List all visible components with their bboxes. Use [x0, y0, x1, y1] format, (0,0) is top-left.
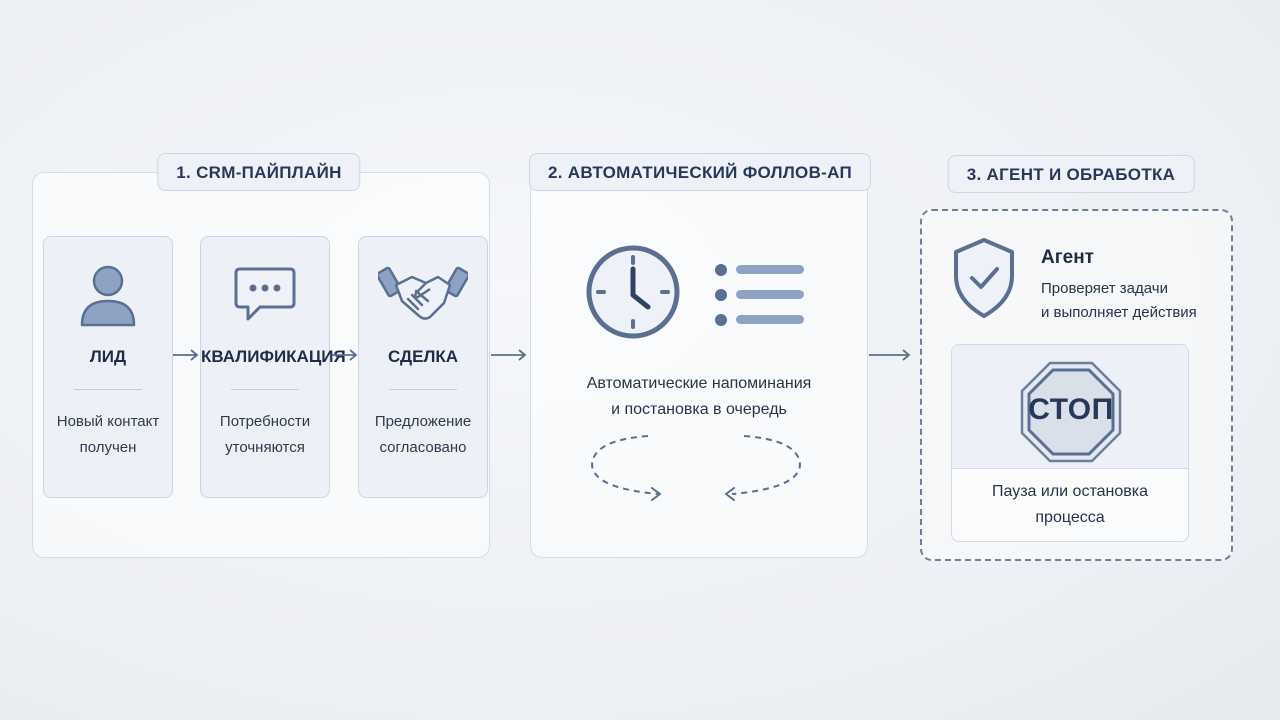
agent-section-title: 3. АГЕНТ И ОБРАБОТКА	[947, 155, 1195, 193]
chat-bubble-icon	[201, 259, 329, 329]
agent-desc-line2: и выполняет действия	[1041, 304, 1197, 321]
stage-qualification-description: Потребности уточняются	[205, 409, 325, 461]
arrow-followup-to-agent	[869, 349, 911, 361]
stage-deal-desc-line2: согласовано	[379, 439, 467, 456]
stage-lead-card: ЛИД Новый контакт получен	[43, 236, 173, 498]
agent-title: Агент	[1041, 247, 1094, 268]
stage-qualification-card: КВАЛИФИКАЦИЯ Потребности уточняются	[200, 236, 346, 498]
followup-title: 2. АВТОМАТИЧЕСКИЙ ФОЛЛОВ-АП	[529, 153, 871, 191]
stop-card: СТОП Пауза или остановка процесса	[951, 344, 1189, 542]
agent-description: Проверяет задачи и выполняет действия	[1041, 277, 1197, 325]
followup-desc-line1: Автоматические напоминания	[586, 375, 812, 392]
arrow-crm-to-followup	[491, 349, 527, 361]
stop-desc-line2: процесса	[1035, 509, 1105, 526]
stage-deal-divider	[389, 389, 457, 390]
stage-qualification-desc-line2: уточняются	[225, 439, 305, 456]
list-icon	[715, 264, 804, 326]
stage-deal-title: СДЕЛКА	[387, 347, 459, 366]
stage-lead-desc-line2: получен	[79, 439, 137, 456]
stop-sign-text: СТОП	[1028, 393, 1114, 426]
stage-qualification-desc-line1: Потребности	[219, 413, 311, 430]
stop-desc-line1: Пауза или остановка	[992, 483, 1148, 500]
stage-qualification-divider	[231, 389, 299, 390]
agent-desc-line1: Проверяет задачи	[1041, 280, 1168, 297]
stage-deal-card: СДЕЛКА Предложение согласовано	[358, 236, 488, 498]
arrow-lead-to-qualification	[173, 349, 199, 361]
clock-icon	[586, 245, 680, 339]
followup-description: Автоматические напоминания и постановка …	[540, 371, 858, 423]
stage-deal-description: Предложение согласовано	[363, 409, 483, 461]
arrow-qualification-to-deal	[332, 349, 358, 361]
handshake-icon	[359, 259, 487, 329]
stage-qualification-title: КВАЛИФИКАЦИЯ	[201, 347, 346, 366]
stage-lead-divider	[74, 389, 142, 390]
stage-lead-title: ЛИД	[89, 347, 127, 366]
stop-sign-icon	[1020, 361, 1122, 463]
crm-pipeline-title: 1. CRM-ПАЙПЛАЙН	[157, 153, 361, 191]
person-icon	[44, 259, 172, 329]
stage-lead-desc-line1: Новый контакт	[56, 413, 160, 430]
cycle-arrows-icon	[590, 435, 802, 501]
stop-sign-panel: СТОП	[952, 345, 1188, 469]
followup-section: 2. АВТОМАТИЧЕСКИЙ ФОЛЛОВ-АП	[529, 153, 871, 558]
stage-lead-description: Новый контакт получен	[48, 409, 168, 461]
stop-description: Пауза или остановка процесса	[952, 479, 1188, 531]
stage-deal-desc-line1: Предложение	[374, 413, 472, 430]
followup-desc-line2: и постановка в очередь	[611, 401, 787, 418]
shield-check-icon	[954, 238, 1014, 318]
